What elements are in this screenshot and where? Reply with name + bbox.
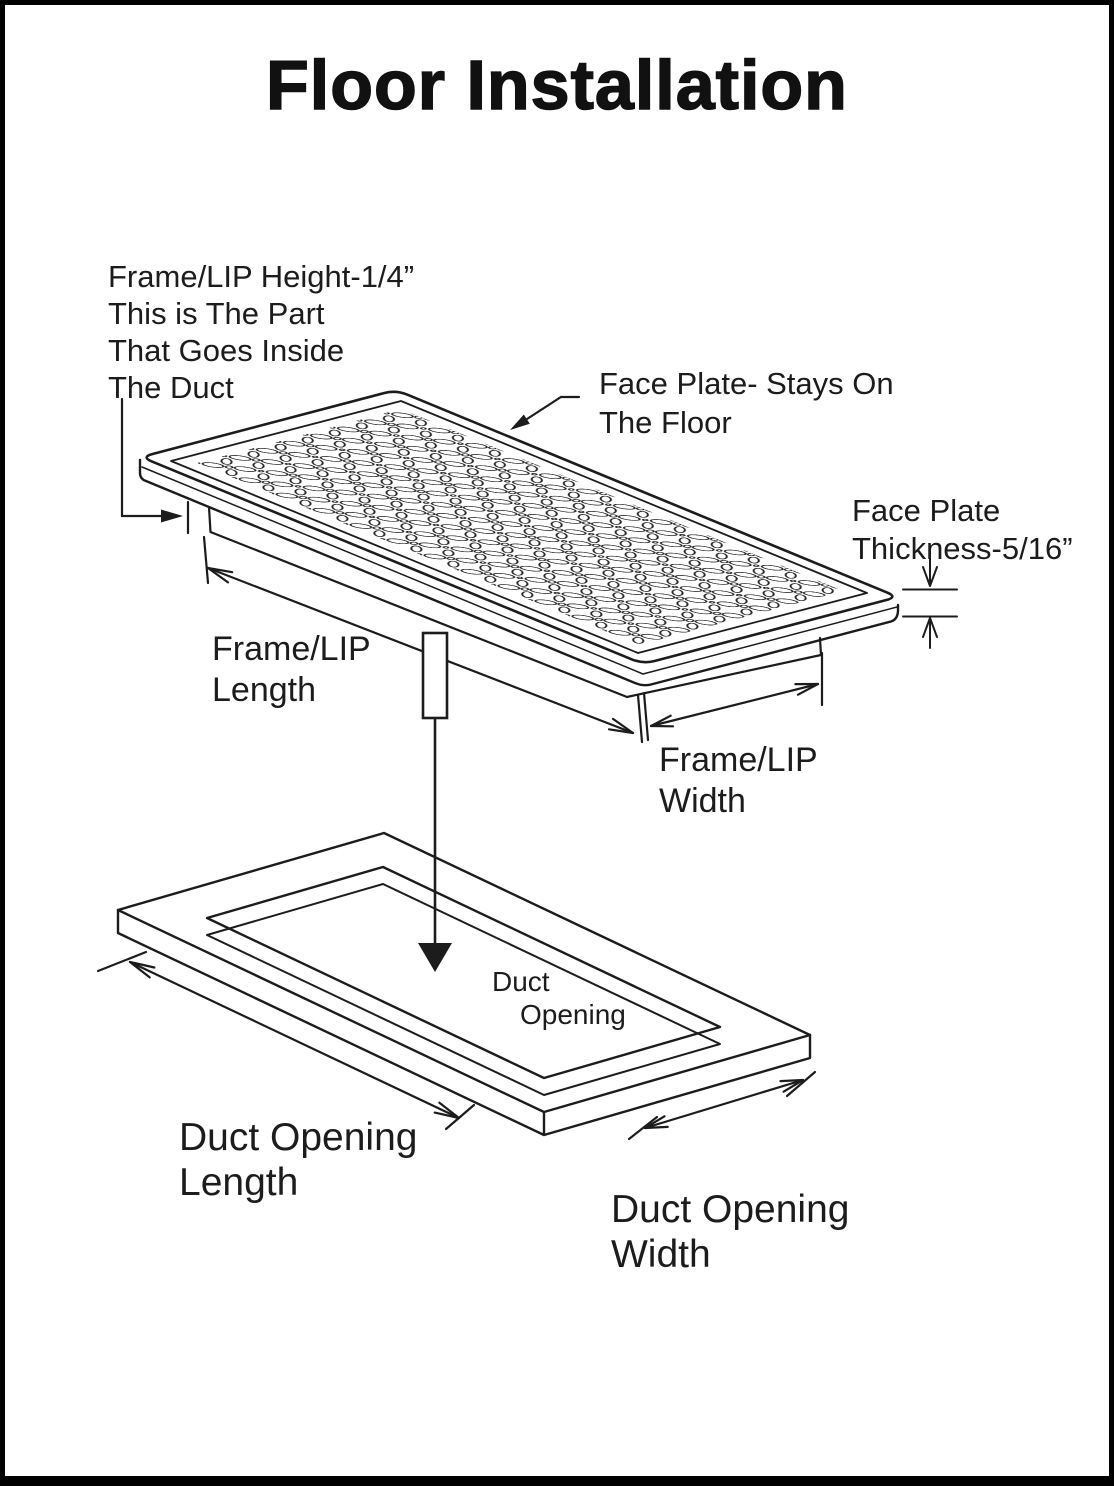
label-line: This is The Part: [108, 296, 325, 331]
face-plate-drawing: [138, 390, 900, 699]
duct-frame-drawing: [116, 831, 812, 1137]
duct-frame-outer: [116, 831, 812, 1114]
label-line: Frame/LIP: [659, 741, 818, 779]
length-tick-upper: [202, 535, 210, 585]
face-plate-inner-border: [170, 400, 868, 654]
label-line: Thickness-5/16”: [852, 531, 1073, 566]
duct-width-tick-upper: [785, 1070, 817, 1098]
down-arrow-head: [418, 943, 452, 972]
duct-opening-hole: [205, 865, 722, 1080]
label-frame-lip-length: Frame/LIP Length: [212, 629, 371, 711]
duct-length-tick-upper: [96, 950, 148, 973]
label-frame-lip-width: Frame/LIP Width: [659, 740, 818, 822]
label-duct-opening: Duct Opening: [492, 965, 626, 1031]
ornate-grille-pattern: [197, 409, 843, 645]
face-plate-leader: [510, 395, 581, 430]
label-line: The Floor: [599, 405, 732, 440]
label-line: Frame/LIP: [212, 630, 371, 668]
label-line: The Duct: [108, 370, 234, 405]
frame-lip-outline: [207, 505, 823, 699]
page-title: Floor Installation: [265, 45, 848, 125]
label-frame-lip-height: Frame/LIP Height-1/4” This is The Part T…: [108, 258, 414, 406]
label-line: Face Plate- Stays On: [599, 366, 894, 401]
face-plate-thickness-dimension: [902, 553, 958, 649]
label-line: Length: [212, 671, 316, 709]
label-line: Frame/LIP Height-1/4”: [108, 259, 415, 294]
diagram-linework: [96, 390, 958, 1141]
label-face-plate: Face Plate- Stays On The Floor: [599, 364, 894, 442]
label-duct-opening-width: Duct Opening Width: [611, 1187, 849, 1277]
duct-frame-thickness: [116, 908, 812, 1137]
label-line: Width: [659, 782, 746, 820]
label-line: Duct: [492, 966, 550, 997]
label-line: Duct Opening: [611, 1188, 850, 1231]
duct-opening-width-dimension: [627, 1070, 817, 1141]
duct-opening-length-dimension: [96, 950, 476, 1131]
label-face-plate-thickness: Face Plate Thickness-5/16”: [852, 492, 1073, 568]
lip-depth-box: [421, 631, 449, 720]
leader-arrowhead-right: [161, 509, 183, 523]
label-line: That Goes Inside: [108, 333, 345, 368]
label-line: Width: [611, 1233, 711, 1276]
frame-lip-height-leader: [120, 397, 190, 535]
duct-opening-hole-inner: [206, 883, 721, 1096]
leader-arrowhead-downleft: [510, 414, 530, 430]
frame-lip-length-dimension: [202, 535, 650, 744]
face-plate-bevel-line: [141, 466, 898, 675]
length-tick-lower-1: [636, 693, 644, 744]
face-plate-thickness-edge: [138, 458, 900, 687]
frame-lip-width-dimension: [649, 651, 824, 728]
duct-width-tick-lower: [627, 1115, 659, 1141]
label-line: Face Plate: [852, 493, 1001, 528]
label-duct-opening-length: Duct Opening Length: [179, 1115, 417, 1205]
insertion-arrow: [418, 631, 452, 972]
length-tick-lower-2: [642, 691, 650, 742]
label-line: Length: [179, 1161, 299, 1204]
duct-length-tick-lower: [444, 1103, 476, 1131]
label-line: Opening: [520, 999, 626, 1030]
label-line: Duct Opening: [179, 1116, 418, 1159]
